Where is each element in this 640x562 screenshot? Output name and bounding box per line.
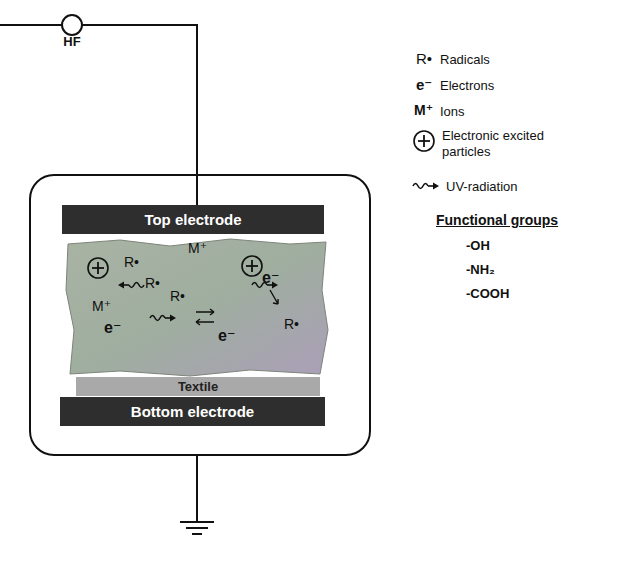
part-name: Top electrode	[144, 211, 241, 228]
particle-symbol: e⁻	[218, 326, 235, 345]
legend-text: UV-radiation	[446, 179, 518, 195]
uv-radiation-symbol	[150, 315, 176, 322]
functional-group: -OH	[466, 238, 490, 254]
hf-generator-symbol	[62, 15, 82, 35]
generator-label: HF	[50, 35, 94, 49]
legend-symbol: M⁺	[414, 102, 433, 119]
section-heading: Functional groups	[436, 212, 558, 229]
functional-group: -COOH	[466, 286, 509, 302]
particle-symbol: M⁺	[92, 298, 111, 315]
plasma-cloud	[66, 239, 328, 376]
particle-symbol: M⁺	[188, 240, 207, 257]
excited-particle-symbol	[242, 256, 262, 276]
electrode-bar: Top electrode	[62, 205, 324, 234]
legend-symbol: R•	[416, 50, 432, 68]
ground-symbol	[186, 527, 208, 529]
legend-text: Electronic excited particles	[442, 128, 572, 159]
chamber	[30, 175, 370, 455]
legend-text: Ions	[440, 104, 465, 120]
textile-band: Textile	[76, 377, 320, 396]
hf-generator: HF	[50, 14, 94, 36]
legend-symbol: e⁻	[416, 76, 432, 94]
supply-wire	[0, 24, 62, 26]
wire	[82, 25, 197, 205]
ground-symbol	[180, 521, 214, 523]
particle-symbol: R•	[145, 275, 160, 292]
electrode-bar: Bottom electrode	[60, 397, 325, 426]
legend-text: Electrons	[440, 78, 494, 94]
particle-symbol: R•	[284, 316, 299, 333]
ground-wire	[196, 455, 198, 522]
legend-text: Radicals	[440, 52, 490, 68]
uv-radiation-symbol	[118, 282, 144, 289]
particle-symbol: R•	[124, 254, 139, 271]
part-name: Textile	[178, 379, 218, 394]
part-name: Bottom electrode	[131, 403, 254, 420]
functional-group: -NH₂	[466, 262, 495, 278]
legend-excited-symbol	[414, 131, 434, 151]
ground-symbol	[192, 533, 202, 535]
particle-symbol: R•	[170, 288, 185, 305]
excited-particle-symbol	[88, 258, 108, 278]
particle-symbol: e⁻	[262, 268, 279, 287]
legend-uv-symbol	[413, 183, 439, 190]
motion-arrows	[196, 309, 214, 325]
motion-arrow	[270, 290, 278, 304]
particle-symbol: e⁻	[104, 318, 121, 337]
